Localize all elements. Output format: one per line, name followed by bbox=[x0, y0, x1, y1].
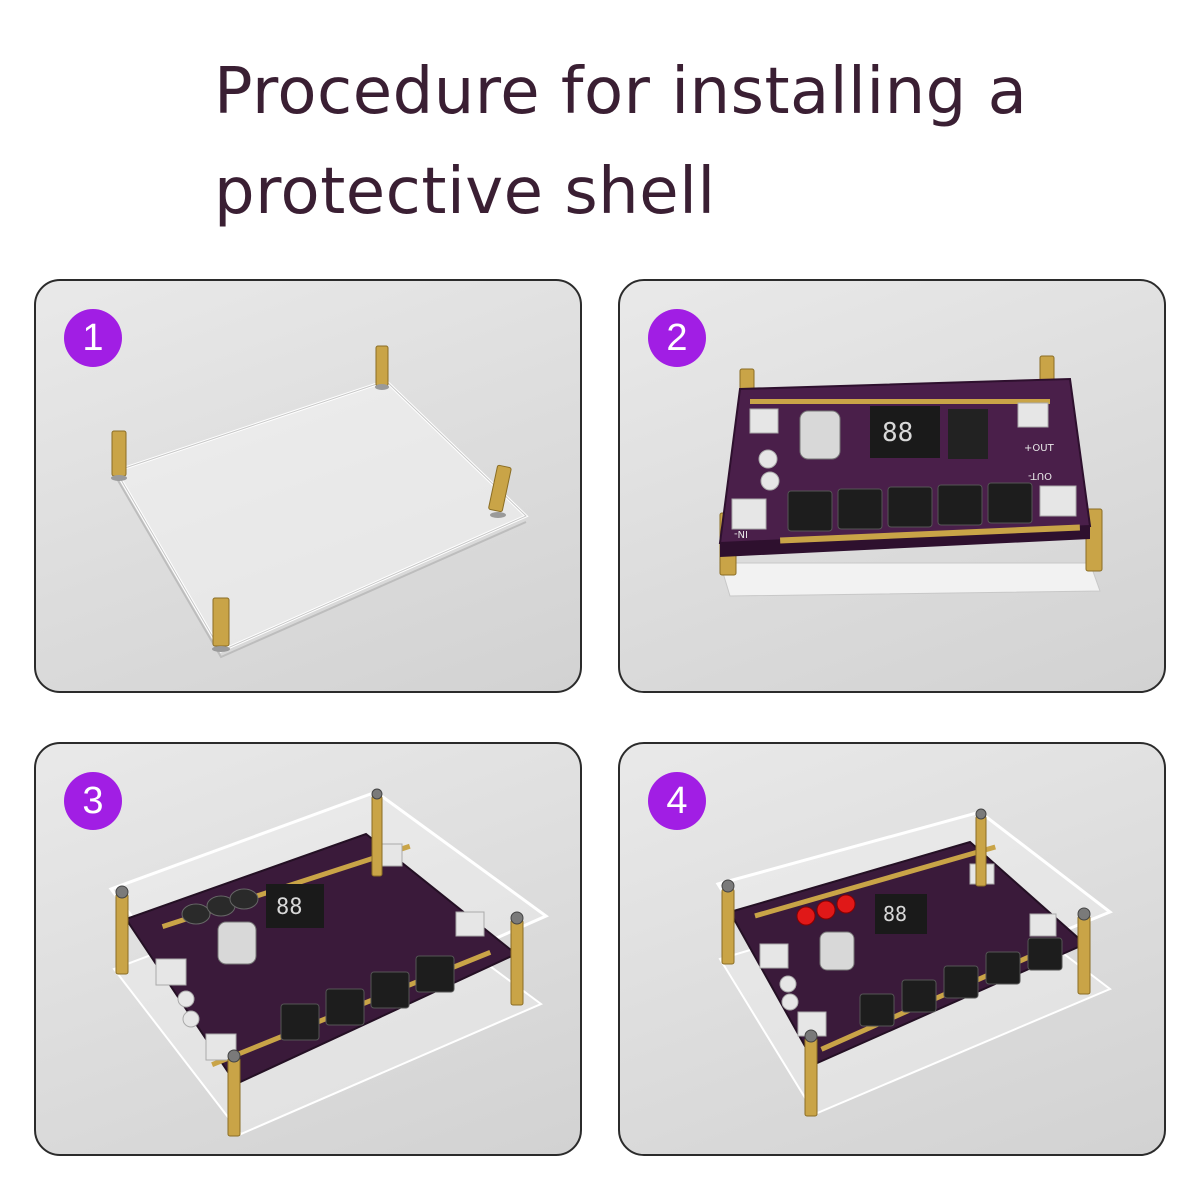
pcb-label-out-neg: OUT- bbox=[1028, 470, 1052, 481]
red-buttons bbox=[796, 894, 856, 926]
step-number-badge: 4 bbox=[648, 772, 706, 830]
pcb-mounted-illustration: 88 +OUT OUT- IN- bbox=[718, 355, 1103, 597]
acrylic-base-illustration bbox=[111, 345, 529, 659]
mosfet-row bbox=[280, 955, 455, 1041]
step-number-badge: 3 bbox=[64, 772, 122, 830]
assembled-illustration: 88 bbox=[715, 808, 1113, 1117]
step-3-panel: 3 88 bbox=[34, 742, 582, 1156]
step-1-panel: 1 bbox=[34, 279, 582, 693]
step-number-badge: 2 bbox=[648, 309, 706, 367]
brass-standoff bbox=[111, 345, 512, 647]
cover-placed-illustration: 88 bbox=[108, 788, 549, 1137]
step-4-panel: 4 88 bbox=[618, 742, 1166, 1156]
page-title: Procedure for installing a protective sh… bbox=[214, 55, 1028, 229]
seven-segment-display: 88 bbox=[276, 895, 303, 920]
step-2-panel: 2 88 +OUT OUT- IN- bbox=[618, 279, 1166, 693]
pcb-label-in-neg: IN- bbox=[734, 528, 748, 539]
seven-segment-display: 88 bbox=[882, 418, 913, 448]
seven-segment-display: 88 bbox=[883, 902, 907, 926]
mosfet-row bbox=[787, 482, 1033, 532]
mosfet-row bbox=[859, 937, 1063, 1027]
pcb-label-out-pos: +OUT bbox=[1024, 443, 1055, 454]
step-number-badge: 1 bbox=[64, 309, 122, 367]
